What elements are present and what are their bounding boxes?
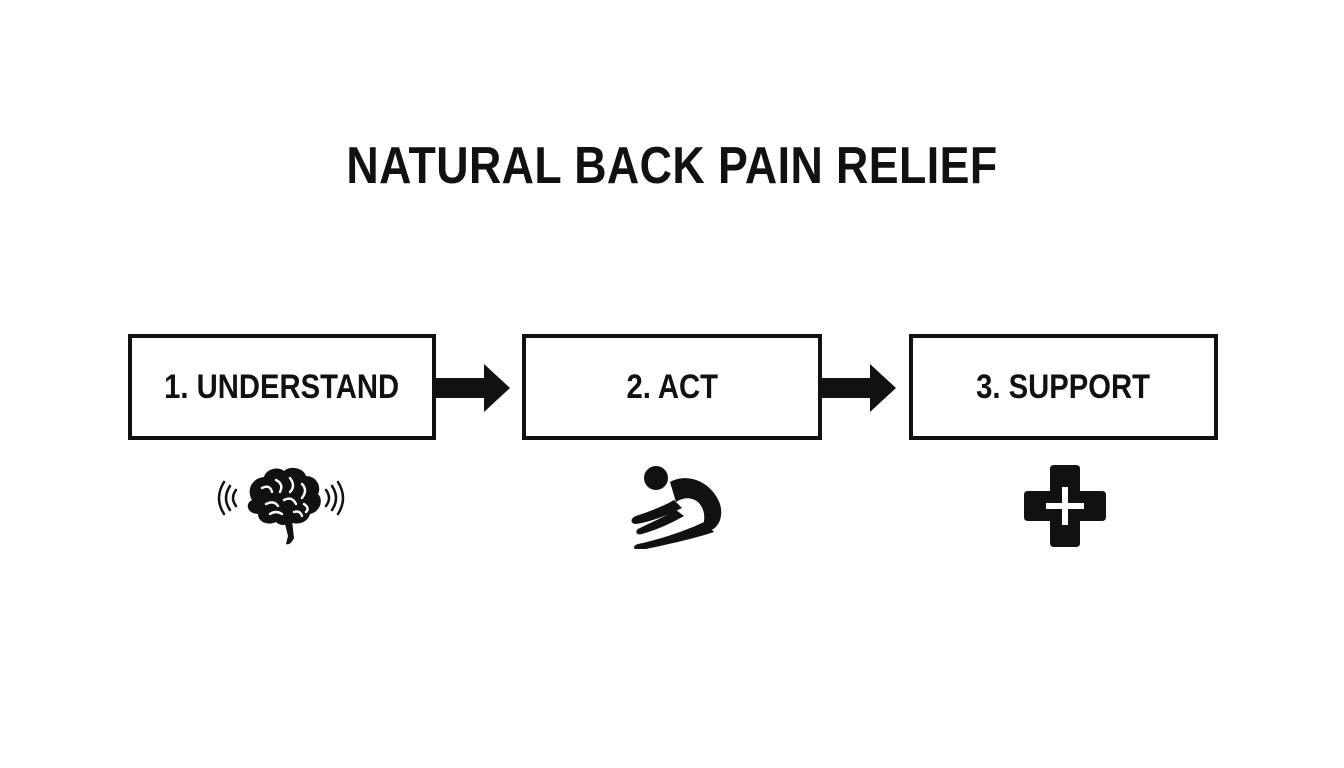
- step-label-support: 3. SUPPORT: [976, 367, 1151, 406]
- step-box-act: 2. ACT: [522, 334, 822, 440]
- step-label-understand: 1. UNDERSTAND: [164, 367, 400, 406]
- step-label-act: 2. ACT: [626, 367, 718, 406]
- stretching-person-icon: [631, 466, 722, 549]
- arrow-right-icon: [822, 364, 896, 412]
- step-box-support: 3. SUPPORT: [909, 334, 1218, 440]
- step-box-understand: 1. UNDERSTAND: [128, 334, 436, 440]
- arrow-right-icon: [436, 364, 510, 412]
- page-title: NATURAL BACK PAIN RELIEF: [346, 137, 998, 195]
- brain-icon: [217, 467, 345, 545]
- medical-cross-icon: [1024, 465, 1106, 547]
